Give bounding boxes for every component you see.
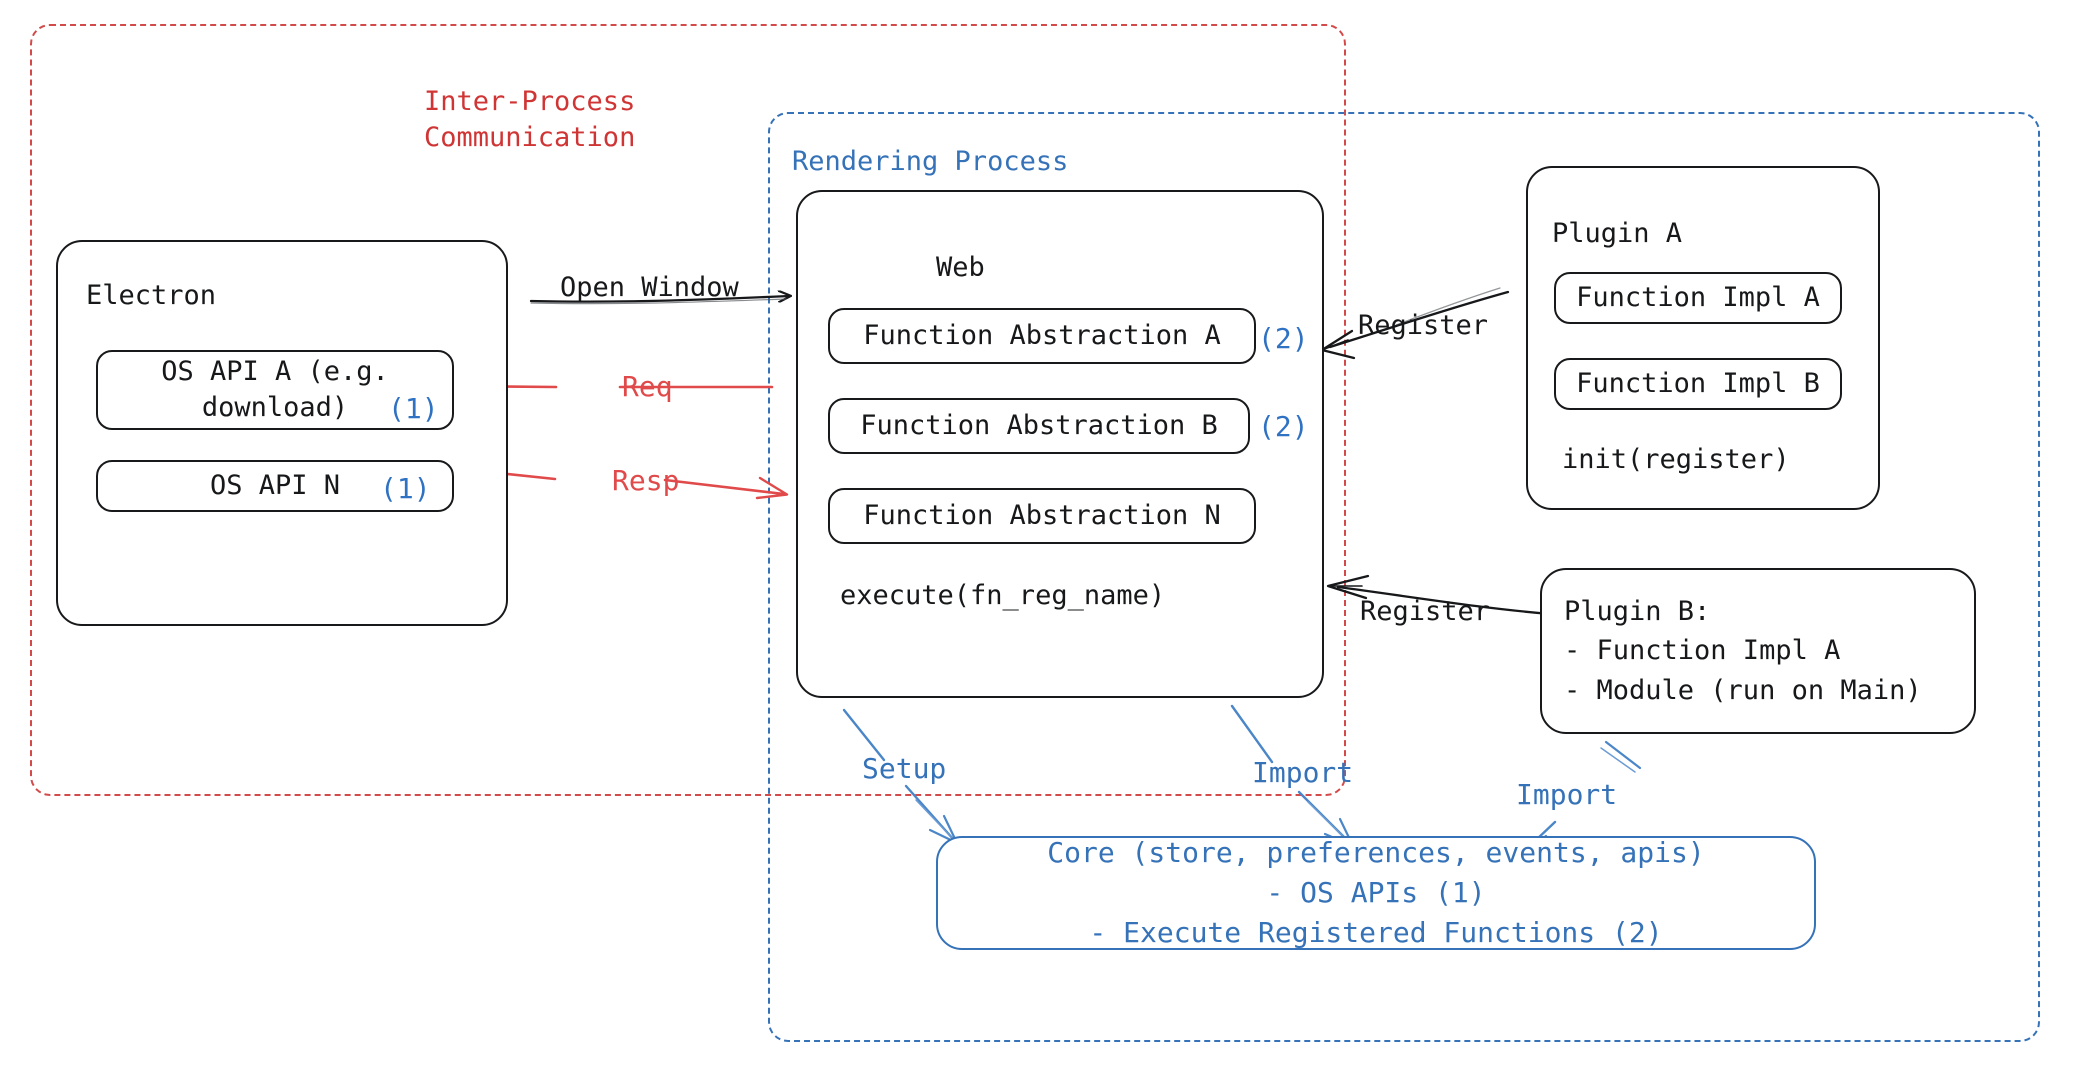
os-api-n-box[interactable]: OS API N bbox=[96, 460, 454, 512]
plugin-a-function-impl-b-label: Function Impl B bbox=[1576, 367, 1820, 399]
electron-card[interactable] bbox=[56, 240, 508, 626]
function-abstraction-a-tag: (2) bbox=[1258, 322, 1309, 355]
plugin-a-function-impl-a-box[interactable]: Function Impl A bbox=[1554, 272, 1842, 324]
edge-label-import-web: Import bbox=[1252, 756, 1354, 789]
edge-label-req: Req bbox=[622, 370, 673, 403]
core-line-1: Core (store, preferences, events, apis) bbox=[1047, 836, 1705, 870]
plugin-a-card[interactable] bbox=[1526, 166, 1880, 510]
web-title: Web bbox=[936, 252, 985, 283]
core-card[interactable]: Core (store, preferences, events, apis) … bbox=[936, 836, 1816, 950]
plugin-a-title: Plugin A bbox=[1552, 218, 1683, 249]
edge-label-register-plugin-a: Register bbox=[1358, 310, 1489, 341]
core-line-3: - Execute Registered Functions (2) bbox=[1089, 915, 1663, 949]
edge-label-setup: Setup bbox=[862, 752, 947, 785]
plugin-a-init-label: init(register) bbox=[1562, 444, 1790, 475]
group-label-inter-process-communication: Inter-Process Communication bbox=[424, 86, 636, 153]
core-line-2: - OS APIs (1) bbox=[1266, 876, 1486, 910]
edge-label-import-plugin-b: Import bbox=[1516, 778, 1618, 811]
function-abstraction-a-box[interactable]: Function Abstraction A bbox=[828, 308, 1256, 364]
plugin-a-function-impl-b-box[interactable]: Function Impl B bbox=[1554, 358, 1842, 410]
os-api-a-box[interactable]: OS API A (e.g. download) bbox=[96, 350, 454, 430]
plugin-b-lines: Plugin B: - Function Impl A - Module (ru… bbox=[1564, 596, 1922, 706]
edge-label-resp: Resp bbox=[612, 464, 680, 497]
electron-title: Electron bbox=[86, 280, 217, 311]
function-abstraction-b-label: Function Abstraction B bbox=[860, 409, 1218, 441]
edge-label-register-plugin-b: Register bbox=[1360, 596, 1491, 627]
function-abstraction-b-box[interactable]: Function Abstraction B bbox=[828, 398, 1250, 454]
function-abstraction-a-label: Function Abstraction A bbox=[863, 319, 1221, 351]
group-frame-inter-process-communication bbox=[30, 24, 1346, 796]
os-api-n-tag: (1) bbox=[380, 472, 431, 505]
os-api-a-tag: (1) bbox=[388, 392, 439, 425]
plugin-b-card[interactable] bbox=[1540, 568, 1976, 734]
group-label-rendering-process: Rendering Process bbox=[792, 146, 1069, 177]
plugin-a-function-impl-a-label: Function Impl A bbox=[1576, 281, 1820, 313]
os-api-a-label: OS API A (e.g. download) bbox=[161, 355, 389, 423]
os-api-n-label: OS API N bbox=[209, 469, 341, 501]
function-abstraction-n-label: Function Abstraction N bbox=[863, 499, 1221, 531]
edge-label-open-window: Open Window bbox=[560, 272, 739, 303]
function-abstraction-b-tag: (2) bbox=[1258, 410, 1309, 443]
web-execute-label: execute(fn_reg_name) bbox=[840, 580, 1166, 611]
group-frame-rendering-process bbox=[768, 112, 2040, 1042]
function-abstraction-n-box[interactable]: Function Abstraction N bbox=[828, 488, 1256, 544]
